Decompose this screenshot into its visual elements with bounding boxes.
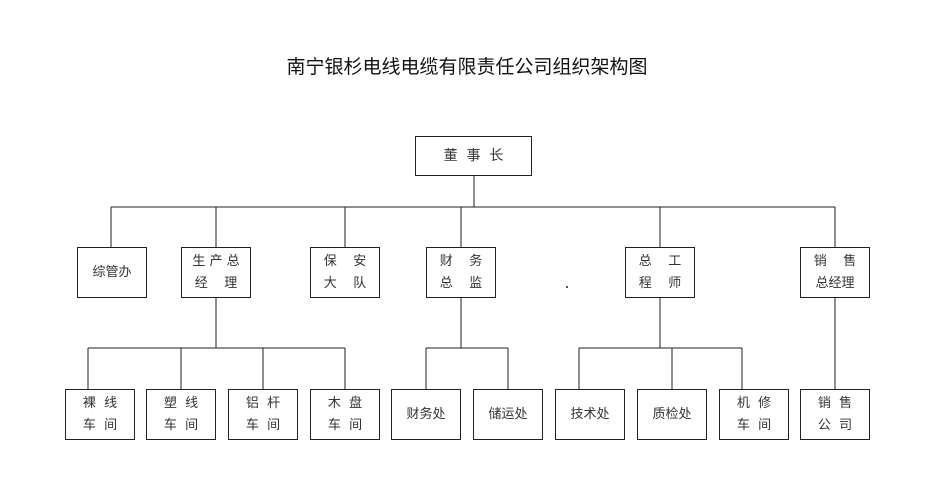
dept-sales-gm: 销 售 总经理 [800,247,870,298]
stray-dot [566,286,568,288]
chart-title: 南宁银杉电线电缆有限责任公司组织架构图 [286,56,648,78]
chairman-box: 董 事 长 [415,136,532,176]
chairman-label: 董 事 长 [443,148,504,164]
unit-aluminum-rod-workshop: 铝 杆 车 间 [228,389,298,440]
dept-label: 总 监 [439,275,483,291]
dept-label: 总经理 [815,275,855,291]
dept-production-gm: 生 产 总 经 理 [181,247,251,298]
unit-label: 机 修 [736,395,772,411]
unit-bare-wire-workshop: 裸 线 车 间 [65,389,135,440]
unit-label: 裸 线 [82,395,118,411]
unit-label: 财务处 [406,406,446,422]
dept-label: 生 产 总 [192,253,240,269]
dept-label: 经 理 [194,275,238,291]
unit-technical-office: 技术处 [555,389,625,440]
unit-label: 车 间 [82,417,118,433]
dept-security-team: 保 安 大 队 [310,247,380,298]
unit-label: 储运处 [488,406,528,422]
unit-label: 销 售 [817,395,853,411]
dept-finance-director: 财 务 总 监 [426,247,496,298]
unit-sales-company: 销 售 公 司 [800,389,870,440]
unit-label: 车 间 [327,417,363,433]
dept-label: 大 队 [323,275,367,291]
unit-logistics-office: 储运处 [473,389,543,440]
dept-label: 保 安 [323,253,367,269]
unit-label: 公 司 [817,417,853,433]
unit-label: 车 间 [163,417,199,433]
unit-label: 技术处 [570,406,610,422]
dept-label: 程 师 [638,275,682,291]
unit-finance-office: 财务处 [391,389,461,440]
dept-chief-engineer: 总 工 程 师 [625,247,695,298]
unit-label: 塑 线 [163,395,199,411]
dept-label: 销 售 [813,253,857,269]
unit-maintenance-workshop: 机 修 车 间 [719,389,789,440]
unit-label: 铝 杆 [245,395,281,411]
unit-label: 车 间 [245,417,281,433]
dept-label: 综管办 [92,264,132,280]
unit-label: 车 间 [736,417,772,433]
unit-wooden-reel-workshop: 木 盘 车 间 [310,389,380,440]
dept-label: 财 务 [439,253,483,269]
unit-label: 木 盘 [327,395,363,411]
unit-plastic-wire-workshop: 塑 线 车 间 [146,389,216,440]
dept-label: 总 工 [638,253,682,269]
dept-general-office: 综管办 [77,247,147,298]
unit-quality-office: 质检处 [637,389,707,440]
unit-label: 质检处 [652,406,692,422]
